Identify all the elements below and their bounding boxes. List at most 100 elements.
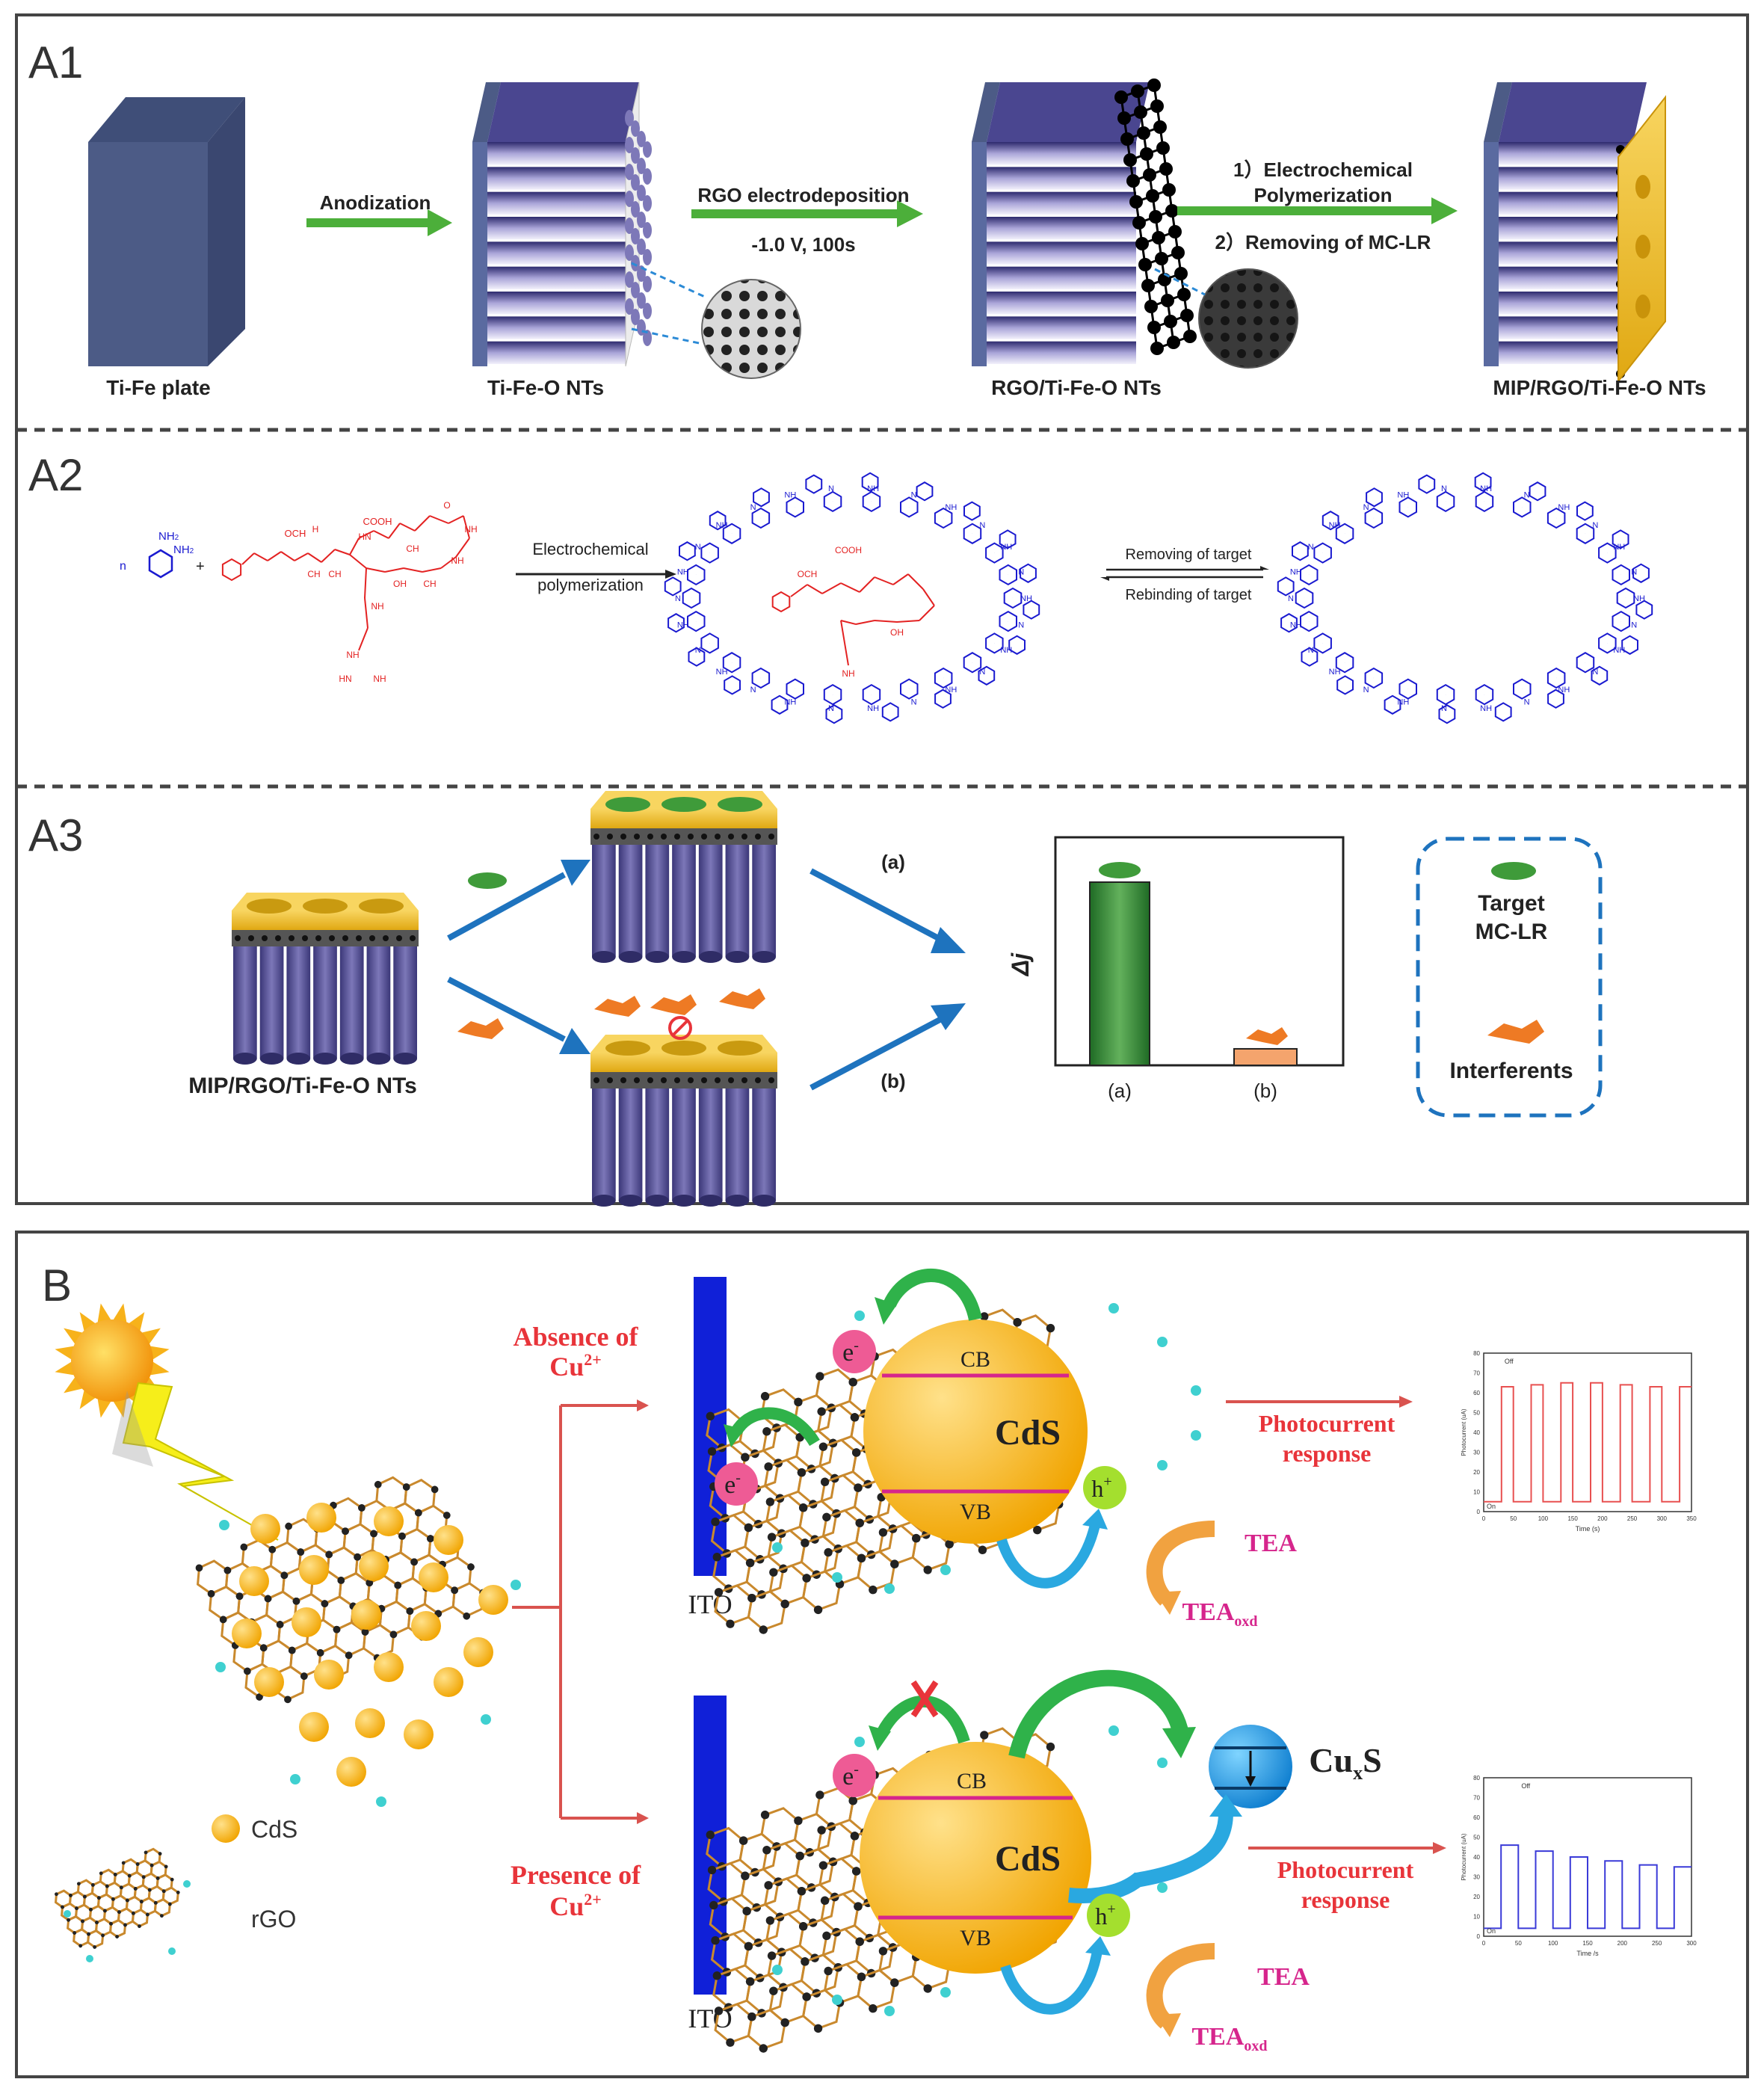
electron-to-cuxs-arrow <box>1008 1669 1189 1759</box>
svg-text:N: N <box>1441 484 1447 493</box>
svg-text:e-: e- <box>842 1761 859 1790</box>
bar-label-1: (b) <box>1253 1080 1277 1102</box>
vb-label-bottom: VB <box>960 1926 991 1950</box>
stage-label-ti-fe-o-nts: Ti-Fe-O NTs <box>487 376 604 399</box>
panel-label-a2: A2 <box>28 450 83 500</box>
legend-rgo-label: rGO <box>251 1906 296 1933</box>
stage-label-rgo-nts: RGO/Ti-Fe-O NTs <box>991 376 1162 399</box>
blocked-icon <box>668 1016 692 1040</box>
mini-ytick: 60 <box>1473 1814 1480 1821</box>
mini-xtick: 250 <box>1652 1940 1662 1947</box>
blocked-transfer-arrow <box>876 1695 970 1744</box>
arrow-label-step1: 1）Electrochemical <box>1233 158 1413 181</box>
tea-arrow-top <box>1146 1521 1215 1606</box>
electron-transfer-arrow-top-2 <box>731 1407 820 1447</box>
svg-text:N: N <box>1308 646 1314 655</box>
legend-cds-label: CdS <box>251 1816 297 1843</box>
svg-text:OH: OH <box>890 627 904 638</box>
mip-layer <box>1617 95 1666 384</box>
sem-inset-pores <box>701 279 801 379</box>
mini-on-label: On <box>1487 1927 1496 1935</box>
svg-text:NH: NH <box>945 503 957 512</box>
mini-ytick: 30 <box>1473 1874 1480 1881</box>
svg-text:NH: NH <box>677 568 689 577</box>
mini-ytick: 70 <box>1473 1795 1480 1802</box>
svg-text:OH: OH <box>393 579 407 589</box>
electrode-with-interferents <box>590 1035 777 1207</box>
bar-interferent-icon <box>1246 1026 1288 1045</box>
svg-text:N: N <box>1363 503 1369 512</box>
label-rebinding-target: Rebinding of target <box>1125 587 1251 603</box>
panel-label-a3: A3 <box>28 810 83 860</box>
legend-interferents: Interferents <box>1449 1059 1573 1083</box>
arrow-label-step2: 2）Removing of MC-LR <box>1215 231 1431 253</box>
svg-text:NH: NH <box>1290 620 1302 629</box>
hole-arrow-bottom <box>1000 1950 1102 2015</box>
arrow-label-rgo-top: RGO electrodeposition <box>697 184 909 206</box>
svg-text:N: N <box>1288 594 1294 603</box>
svg-text:n: n <box>120 560 126 573</box>
mini-on-label: On <box>1487 1503 1496 1510</box>
stage-label-ti-fe-plate: Ti-Fe plate <box>106 376 211 399</box>
cuxs-label: CuxS <box>1309 1741 1381 1784</box>
absence-line1: Absence of <box>514 1322 639 1352</box>
arrow-label-anodization: Anodization <box>320 191 431 214</box>
svg-text:NH: NH <box>371 601 383 612</box>
mini-xtick: 100 <box>1538 1515 1549 1522</box>
svg-text:e-: e- <box>724 1470 741 1499</box>
bar-target-icon <box>1099 862 1141 878</box>
target-icon <box>468 872 507 889</box>
mini-ytick: 70 <box>1473 1370 1480 1377</box>
svg-text:OCH: OCH <box>285 528 306 539</box>
cds-rgo-sheet <box>195 1476 521 1807</box>
mini-ytick: 20 <box>1473 1894 1480 1900</box>
svg-text:HN: HN <box>358 532 371 542</box>
svg-text:NH: NH <box>346 650 359 660</box>
svg-text:NH: NH <box>677 620 689 629</box>
mini-ytick: 20 <box>1473 1469 1480 1476</box>
legend-target-line2: MC-LR <box>1475 920 1548 944</box>
svg-text:NH: NH <box>1480 704 1492 713</box>
mini-xtick: 50 <box>1510 1515 1517 1522</box>
mini-series-line <box>1484 1382 1691 1503</box>
electrode-with-target <box>590 791 777 963</box>
mini-xtick: 50 <box>1515 1940 1522 1947</box>
mini-ytick: 10 <box>1473 1489 1480 1496</box>
legend-rgo-icon <box>54 1847 191 1962</box>
mini-xtick: 200 <box>1597 1515 1608 1522</box>
cds-particle-bottom <box>860 1742 1091 1974</box>
svg-text:NH: NH <box>1633 594 1645 603</box>
panel-b-frame <box>15 1231 1749 2078</box>
svg-text:NH: NH <box>464 524 477 535</box>
mini-ytick: 50 <box>1473 1410 1480 1417</box>
svg-text:CH: CH <box>423 579 436 589</box>
cb-label-bottom: CB <box>957 1769 987 1793</box>
svg-text:+: + <box>196 558 205 575</box>
electron-top-2 <box>715 1462 758 1506</box>
presence-line2: Cu2+ <box>549 1890 602 1921</box>
mini-xtick: 200 <box>1617 1940 1628 1947</box>
svg-text:OCH: OCH <box>798 569 818 579</box>
svg-text:CH: CH <box>406 543 419 554</box>
arrow-path-b <box>809 1014 947 1091</box>
electron-top-1 <box>833 1330 876 1373</box>
absence-line2: Cu2+ <box>549 1350 602 1382</box>
stage-label-mip-nts: MIP/RGO/Ti-Fe-O NTs <box>1493 376 1706 399</box>
mini-ytick: 60 <box>1473 1390 1480 1396</box>
panel-label-a1: A1 <box>28 37 83 87</box>
svg-text:HN: HN <box>339 674 351 684</box>
mini-ytick: 0 <box>1477 1933 1481 1940</box>
electron-bottom <box>833 1754 876 1797</box>
svg-text:N: N <box>979 668 985 677</box>
cb-label-top: CB <box>960 1347 990 1372</box>
mini-xtick: 150 <box>1582 1940 1593 1947</box>
label-electrode: MIP/RGO/Ti-Fe-O NTs <box>188 1074 417 1098</box>
branch-arrow <box>512 1399 649 1824</box>
monomer-opd: n NH2 NH2 + <box>120 530 205 579</box>
svg-text:N: N <box>1524 697 1530 706</box>
delta-j-chart: Δj (a)(b) <box>1007 836 1345 1102</box>
svg-text:NH: NH <box>1290 568 1302 577</box>
arrow-to-interferents <box>447 976 566 1042</box>
svg-text:h+: h+ <box>1095 1901 1115 1930</box>
